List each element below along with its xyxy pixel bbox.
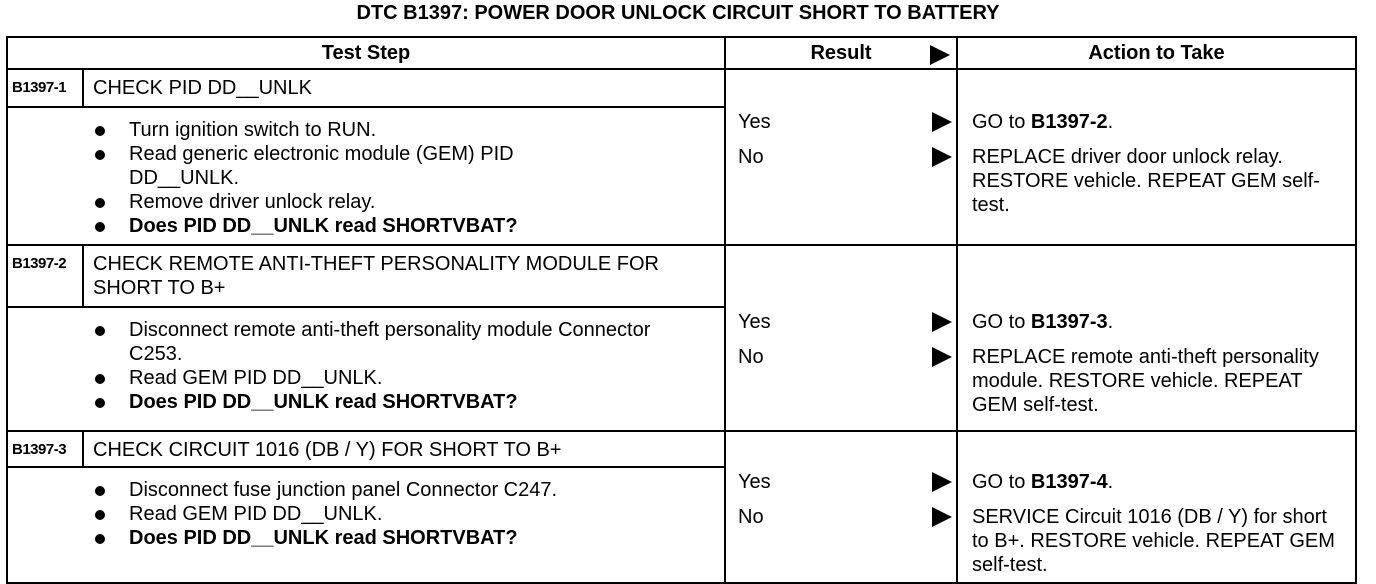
step-header: B1397-1 CHECK PID DD__UNLK [8,70,724,108]
action-yes-target: B1397-3 [1030,311,1108,333]
list-item: Disconnect remote anti-theft personality… [92,318,669,366]
step-id: B1397-1 [8,70,84,106]
action-cell: GO to B1397-4. SERVICE Circuit 1016 (DB … [956,430,1357,584]
diagnostic-table: Test Step Result Action to Take B1397-1 … [6,36,1357,584]
arrow-right-icon [932,312,952,332]
result-yes: Yes [738,110,956,134]
step-bullets: Turn ignition switch to RUN. Read generi… [8,108,724,244]
header-action: Action to Take [956,36,1357,70]
arrow-right-icon [932,507,952,527]
header-result-label: Result [810,41,872,64]
action-yes-suffix: . [1107,471,1114,493]
action-yes: GO to B1397-2. [972,110,1352,134]
step-bullets: Disconnect remote anti-theft personality… [8,308,724,420]
action-no: SERVICE Circuit 1016 (DB / Y) for short … [972,506,1335,576]
table-row: B1397-2 CHECK REMOTE ANTI-THEFT PERSONAL… [6,244,1357,432]
result-yes-label: Yes [738,111,771,133]
step-header: B1397-2 CHECK REMOTE ANTI-THEFT PERSONAL… [8,246,724,308]
arrow-right-icon [930,45,950,65]
result-yes-label: Yes [738,311,771,333]
header-result: Result [724,36,958,70]
result-no-label: No [738,146,764,168]
page-title: DTC B1397: POWER DOOR UNLOCK CIRCUIT SHO… [356,2,1000,24]
list-item: Read GEM PID DD__UNLK. [92,502,724,526]
result-yes: Yes [738,470,956,494]
list-item: Read GEM PID DD__UNLK. [92,366,724,390]
step-title: CHECK PID DD__UNLK [93,77,312,99]
result-no: No [738,345,956,369]
step-question: Does PID DD__UNLK read SHORTVBAT? [92,390,724,414]
action-yes: GO to B1397-3. [972,310,1352,334]
table-row: B1397-1 CHECK PID DD__UNLK Turn ignition… [6,68,1357,246]
action-cell: GO to B1397-3. REPLACE remote anti-theft… [956,244,1357,432]
result-no: No [738,505,956,529]
step-question: Does PID DD__UNLK read SHORTVBAT? [92,526,724,550]
test-step-cell: B1397-2 CHECK REMOTE ANTI-THEFT PERSONAL… [6,244,726,432]
step-header: B1397-3 CHECK CIRCUIT 1016 (DB / Y) FOR … [8,432,724,468]
action-no: REPLACE remote anti-theft personality mo… [972,346,1319,416]
result-no-label: No [738,346,764,368]
header-test-step: Test Step [6,36,726,70]
result-no-label: No [738,506,764,528]
step-question: Does PID DD__UNLK read SHORTVBAT? [92,214,724,238]
action-yes: GO to B1397-4. [972,470,1352,494]
step-id: B1397-2 [8,246,84,306]
result-yes: Yes [738,310,956,334]
action-yes-prefix: GO to [972,471,1031,493]
arrow-right-icon [932,347,952,367]
step-title: CHECK CIRCUIT 1016 (DB / Y) FOR SHORT TO… [93,439,562,461]
list-item: Disconnect fuse junction panel Connector… [92,478,724,502]
step-id: B1397-3 [8,432,84,466]
table-header-row: Test Step Result Action to Take [6,36,1357,70]
test-step-cell: B1397-3 CHECK CIRCUIT 1016 (DB / Y) FOR … [6,430,726,584]
list-item: Turn ignition switch to RUN. [92,118,724,142]
test-step-cell: B1397-1 CHECK PID DD__UNLK Turn ignition… [6,68,726,246]
action-cell: GO to B1397-2. REPLACE driver door unloc… [956,68,1357,246]
result-no: No [738,145,956,169]
arrow-right-icon [932,112,952,132]
action-yes-target: B1397-2 [1030,111,1108,133]
action-yes-suffix: . [1107,111,1114,133]
action-yes-prefix: GO to [972,111,1031,133]
step-bullets: Disconnect fuse junction panel Connector… [8,468,724,556]
action-yes-suffix: . [1107,311,1114,333]
list-item: Remove driver unlock relay. [92,190,724,214]
step-title: CHECK REMOTE ANTI-THEFT PERSONALITY MODU… [93,253,659,299]
result-cell: Yes No [724,68,958,246]
list-item: Read generic electronic module (GEM) PID… [92,142,599,190]
table-row: B1397-3 CHECK CIRCUIT 1016 (DB / Y) FOR … [6,430,1357,584]
result-cell: Yes No [724,244,958,432]
arrow-right-icon [932,147,952,167]
action-yes-target: B1397-4 [1030,471,1108,493]
result-cell: Yes No [724,430,958,584]
result-yes-label: Yes [738,471,771,493]
action-no: REPLACE driver door unlock relay. RESTOR… [972,146,1320,216]
arrow-right-icon [932,472,952,492]
action-yes-prefix: GO to [972,311,1031,333]
